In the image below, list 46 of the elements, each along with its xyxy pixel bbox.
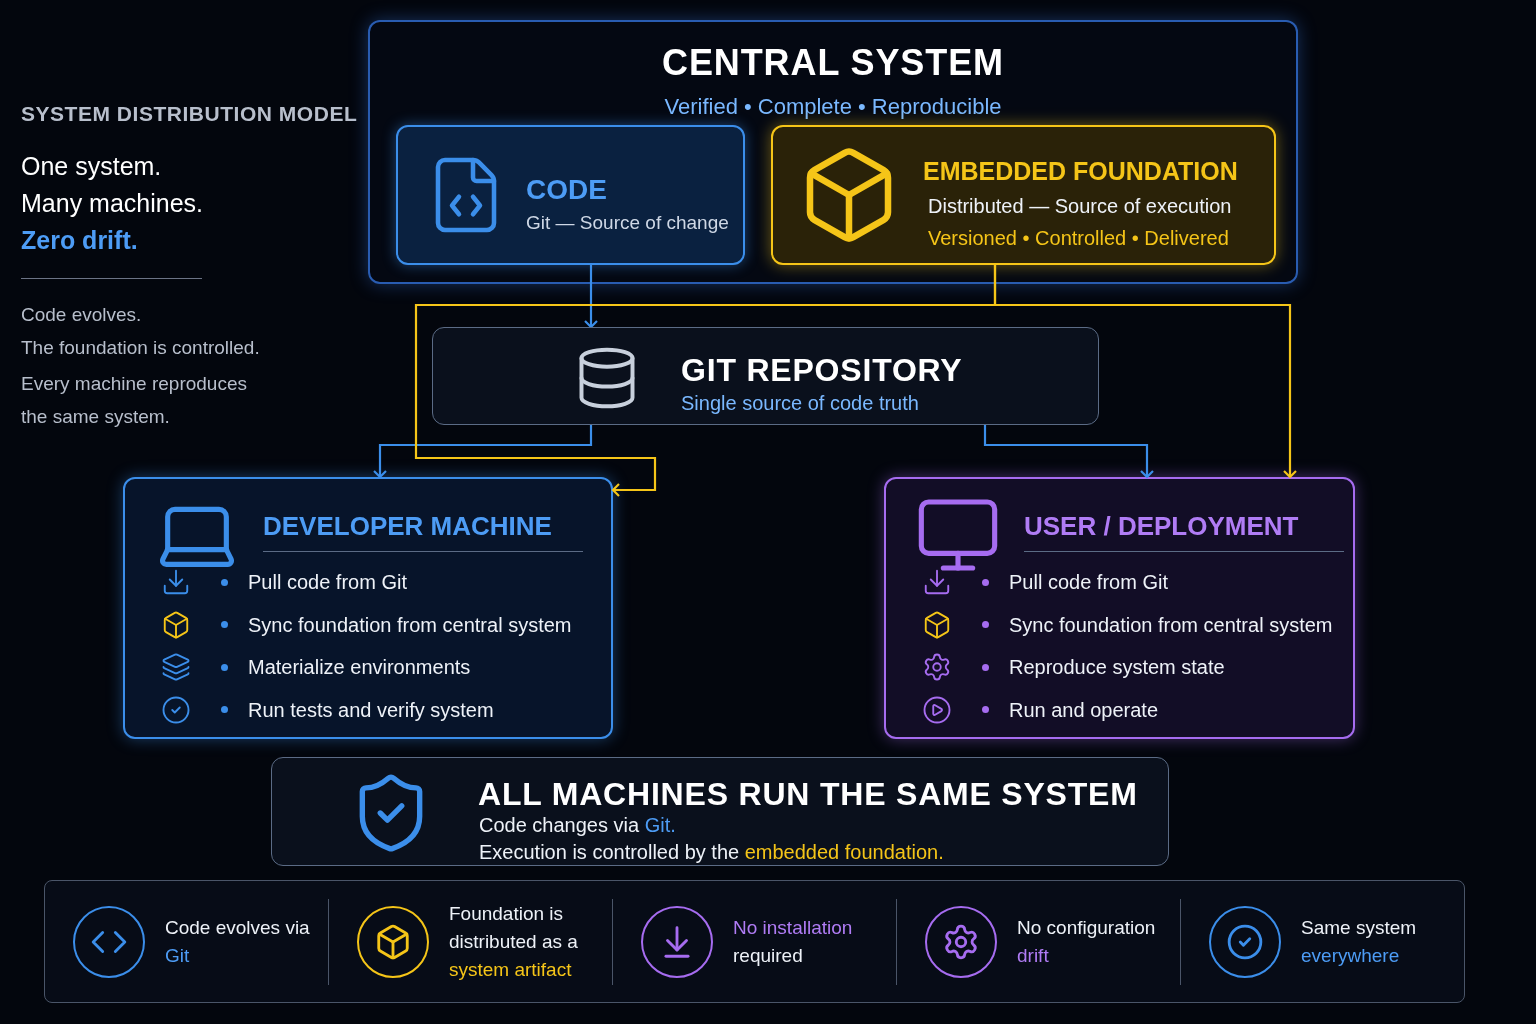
box-subtitle: Single source of code truth (681, 391, 919, 416)
code-card (396, 125, 745, 265)
feature-text: No installation required (733, 915, 854, 968)
note-text: The foundation is controlled. (21, 336, 260, 360)
arrow (983, 425, 1155, 479)
machine-panel (884, 477, 1355, 739)
feature-text: Code evolves via Git (165, 915, 311, 968)
panel-title: DEVELOPER MACHINE (263, 510, 552, 543)
banner-title: ALL MACHINES RUN THE SAME SYSTEM (478, 775, 1138, 814)
feature-text: Foundation is distributed as a system artifact (449, 901, 579, 982)
step-text: Materialize environments (248, 655, 471, 680)
tagline-text: One system. (21, 151, 162, 182)
step-text: Pull code from Git (1009, 570, 1168, 595)
note-text: Every machine reproduces the same system. (21, 372, 248, 429)
tagline-text: Many machines. (21, 188, 204, 219)
summary-banner (271, 757, 1169, 866)
card-title: CODE (526, 173, 607, 207)
step-text: Run tests and verify system (248, 697, 494, 723)
panel-title: USER / DEPLOYMENT (1024, 510, 1299, 543)
banner-text: Execution is controlled by the embedded foundation. (479, 840, 944, 865)
step-text: Pull code from Git (248, 570, 407, 595)
step-text: Sync foundation from central system (248, 612, 572, 638)
box-title: GIT REPOSITORY (681, 351, 963, 390)
arrow (372, 425, 593, 479)
foundation-card (771, 125, 1276, 265)
card-subtitle: Distributed — Source of execution (928, 194, 1232, 219)
step-text: Reproduce system state (1009, 655, 1225, 680)
machine-panel (123, 477, 613, 739)
card-subtitle: Git — Source of change (526, 211, 729, 235)
banner-text: Code changes via Git. (479, 813, 676, 838)
panel-title: CENTRAL SYSTEM (662, 41, 1004, 85)
step-text: Run and operate (1009, 697, 1158, 723)
arrow (993, 263, 1298, 479)
feature-strip (44, 880, 1465, 1003)
note-text: Code evolves. (21, 303, 142, 327)
repository-box (432, 327, 1099, 425)
card-title: EMBEDDED FOUNDATION (923, 156, 1238, 187)
subtitle: SYSTEM DISTRIBUTION MODEL (21, 101, 358, 127)
panel-subtitle: Verified • Complete • Reproducible (664, 93, 1002, 121)
step-text: Sync foundation from central system (1009, 612, 1333, 638)
feature-text: Same system everywhere (1301, 915, 1418, 968)
tagline-text: Zero drift. (21, 225, 138, 256)
feature-text: No configuration drift (1017, 915, 1157, 968)
card-tags: Versioned • Controlled • Delivered (928, 223, 1229, 253)
arrow (583, 263, 599, 329)
system-panel (368, 20, 1298, 284)
